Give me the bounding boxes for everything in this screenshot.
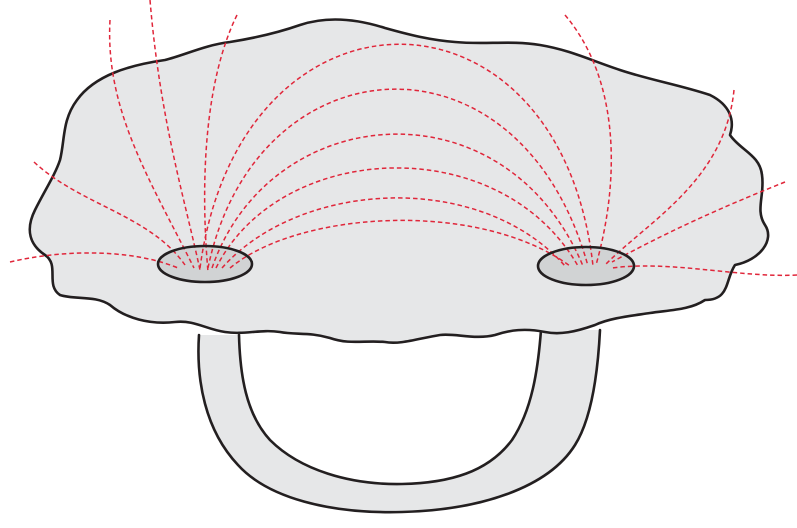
handle-tube bbox=[198, 330, 600, 512]
wavy-sheet bbox=[30, 19, 768, 342]
sheet-fill bbox=[30, 19, 768, 342]
